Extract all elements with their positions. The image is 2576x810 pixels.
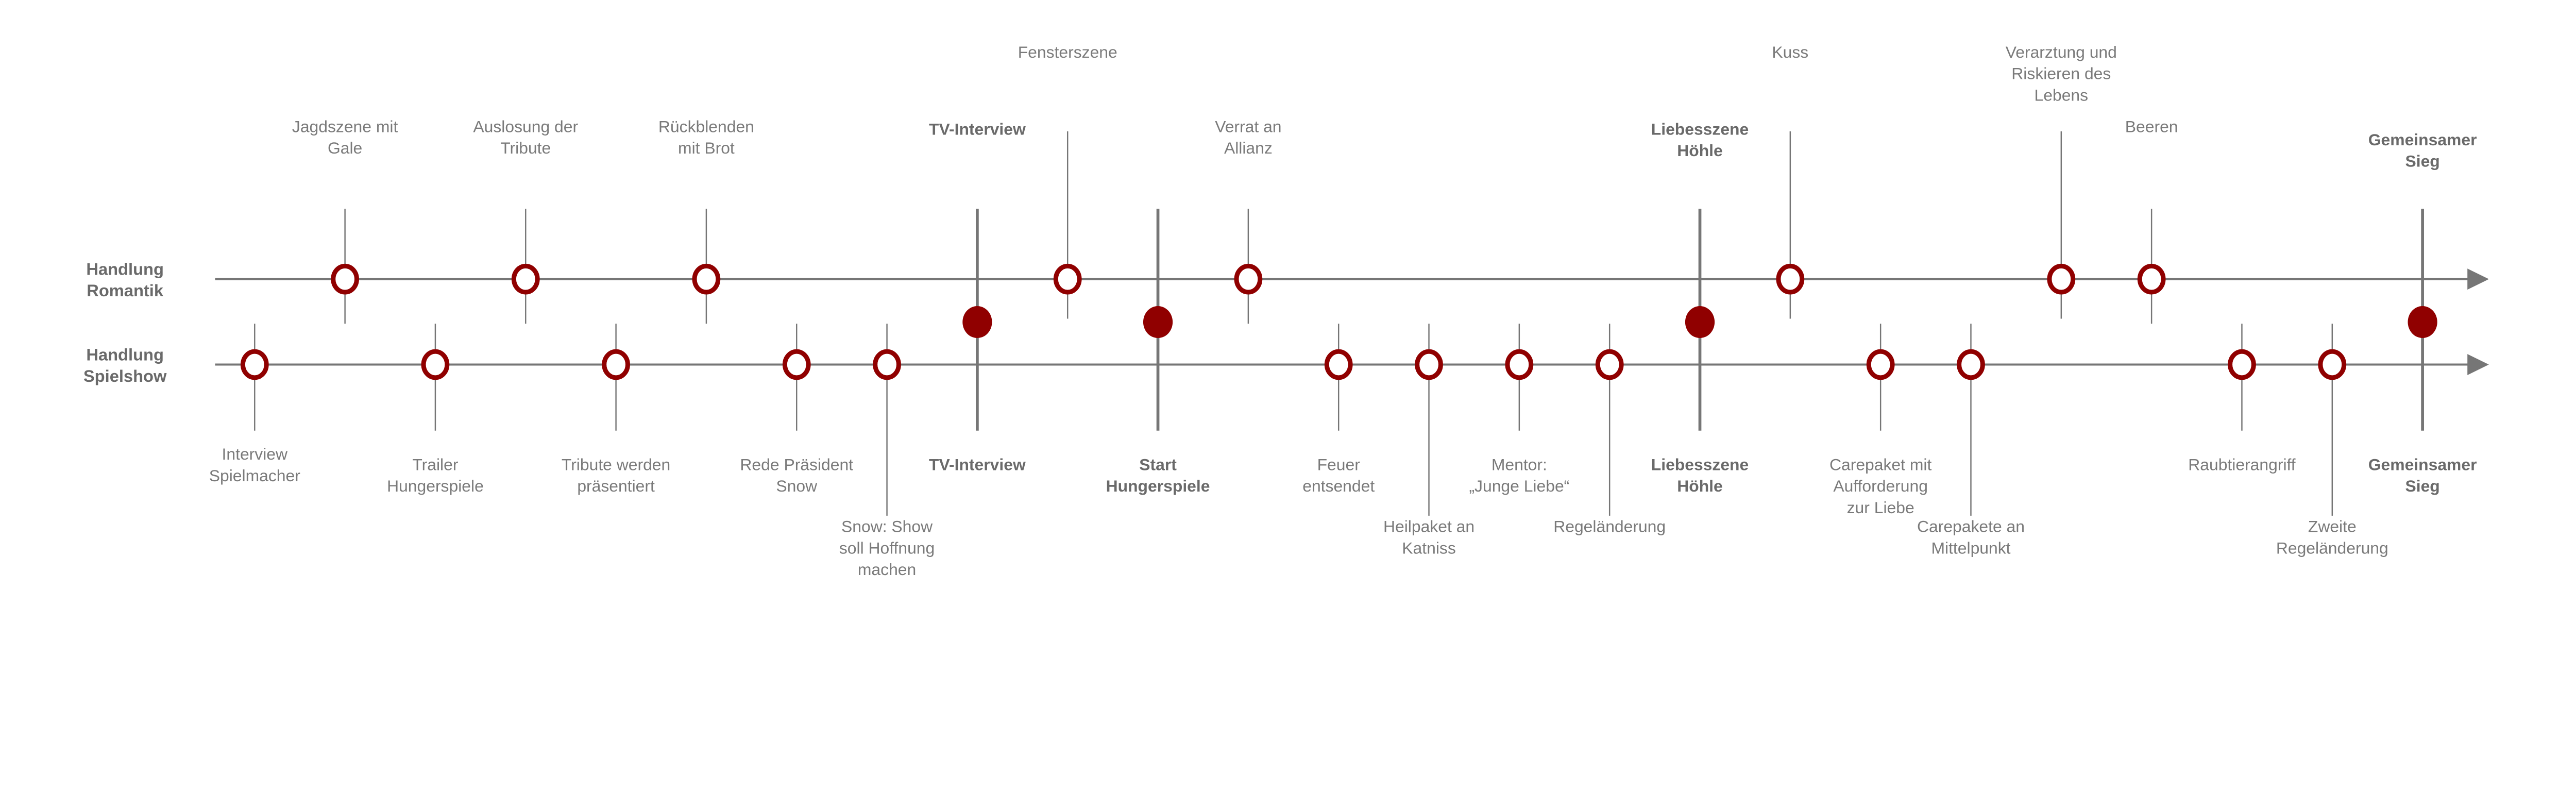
event-marker xyxy=(1776,263,1805,295)
event-label: Interview xyxy=(222,445,288,463)
event-marker xyxy=(421,349,450,380)
event-label: Feuer xyxy=(1317,455,1361,474)
event-label: Sieg xyxy=(2405,477,2439,495)
event-label: Liebesszene xyxy=(1651,455,1749,474)
event-marker xyxy=(1053,263,1082,295)
event-label: Lebens xyxy=(2035,86,2089,104)
event-label: Carepaket mit xyxy=(1829,455,1931,474)
event-label: Riskieren des xyxy=(2011,64,2111,83)
event-marker xyxy=(1415,349,1443,380)
event-label: Sieg xyxy=(2405,152,2439,171)
event-marker xyxy=(692,263,721,295)
key-event-marker xyxy=(1685,306,1715,339)
event-marker xyxy=(2228,349,2256,380)
event-label: Gale xyxy=(328,139,362,157)
event-label: Auslosung der xyxy=(473,117,578,136)
event-label: Höhle xyxy=(1677,477,1723,495)
key-event-marker xyxy=(1143,306,1173,339)
event-marker xyxy=(782,349,811,380)
arrow-icon xyxy=(2467,268,2489,290)
event-label: Tribute werden xyxy=(562,455,670,474)
event-label: Verrat an xyxy=(1215,117,1281,136)
event-label: Hungerspiele xyxy=(1106,477,1210,495)
event-marker xyxy=(1957,349,1985,380)
event-label: Raubtierangriff xyxy=(2188,455,2296,474)
event-marker xyxy=(2047,263,2076,295)
event-label: Hungerspiele xyxy=(387,477,484,495)
event-label: Rede Präsident xyxy=(740,455,853,474)
track-label: Handlung xyxy=(86,259,164,278)
event-label: Rückblenden xyxy=(658,117,754,136)
event-label: entsendet xyxy=(1302,477,1375,495)
event-marker xyxy=(240,349,269,380)
event-marker xyxy=(1595,349,1624,380)
event-marker xyxy=(2318,349,2347,380)
event-label: Carepakete an xyxy=(1917,517,2025,536)
event-marker xyxy=(331,263,359,295)
event-marker xyxy=(1234,263,1263,295)
event-label: Liebesszene xyxy=(1651,120,1749,138)
event-label: TV-Interview xyxy=(929,120,1026,138)
event-marker xyxy=(873,349,901,380)
event-label: soll Hoffnung xyxy=(839,538,935,557)
event-label: Verarztung und xyxy=(2006,43,2117,61)
event-label: präsentiert xyxy=(577,477,655,495)
arrow-icon xyxy=(2467,354,2489,375)
event-label: TV-Interview xyxy=(929,455,1026,474)
track-label: Spielshow xyxy=(83,366,167,385)
event-label: Start xyxy=(1139,455,1177,474)
event-label: mit Brot xyxy=(678,139,735,157)
event-label: Regeländerung xyxy=(2276,538,2388,557)
event-marker xyxy=(602,349,630,380)
event-label: Snow xyxy=(776,477,818,495)
track-label: Romantik xyxy=(87,281,164,300)
event-marker xyxy=(1505,349,1534,380)
event-label: Gemeinsamer xyxy=(2368,130,2477,149)
event-label: Tribute xyxy=(500,139,551,157)
event-marker xyxy=(1324,349,1353,380)
event-label: Katniss xyxy=(1402,538,1455,557)
event-label: Gemeinsamer xyxy=(2368,455,2477,474)
event-label: Mittelpunkt xyxy=(1931,538,2010,557)
event-label: machen xyxy=(858,560,916,579)
event-label: Höhle xyxy=(1677,141,1723,160)
event-label: Allianz xyxy=(1224,139,1273,157)
event-label: „Junge Liebe“ xyxy=(1469,477,1569,495)
event-marker xyxy=(1866,349,1895,380)
event-label: Fensterszene xyxy=(1018,43,1117,61)
event-label: Beeren xyxy=(2125,117,2178,136)
event-label: Heilpaket an xyxy=(1383,517,1475,536)
event-label: Trailer xyxy=(412,455,458,474)
track-label: Handlung xyxy=(86,345,164,364)
event-label: Regeländerung xyxy=(1553,517,1666,536)
event-label: Jagdszene mit xyxy=(292,117,398,136)
event-label: Snow: Show xyxy=(841,517,933,536)
event-label: Mentor: xyxy=(1492,455,1547,474)
event-markers xyxy=(240,263,2437,380)
key-event-marker xyxy=(962,306,992,339)
key-event-marker xyxy=(2408,306,2437,339)
event-marker xyxy=(2137,263,2166,295)
event-label: Kuss xyxy=(1772,43,1808,61)
event-marker xyxy=(511,263,540,295)
event-label: Spielmacher xyxy=(209,466,300,485)
event-label: Aufforderung xyxy=(1833,477,1928,495)
event-label: zur Liebe xyxy=(1847,498,1914,517)
event-label: Zweite xyxy=(2308,517,2357,536)
